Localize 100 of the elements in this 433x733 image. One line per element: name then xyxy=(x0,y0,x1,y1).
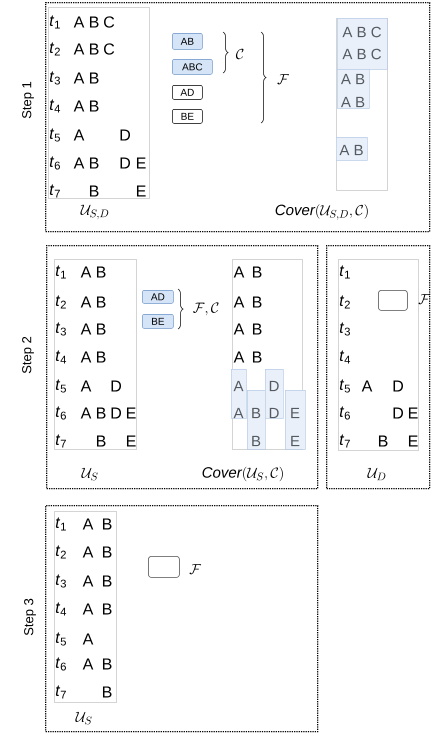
table-cell: C xyxy=(104,43,114,55)
table-cell: A xyxy=(74,44,84,55)
pattern-box: AD xyxy=(172,85,203,100)
table-cell: B xyxy=(252,296,262,308)
pattern-box: ABC xyxy=(172,59,213,75)
highlight-box: A B A B xyxy=(337,69,370,109)
table-cell: B xyxy=(96,436,106,446)
table-cell: D xyxy=(112,380,121,392)
highlight-box: E E xyxy=(285,390,306,450)
row-label: t$_{6}$ xyxy=(56,657,66,671)
table-caption: $\mathcal{U}_{S}$ xyxy=(81,468,98,480)
table-cell: A xyxy=(80,266,92,278)
highlight-box: A B xyxy=(336,137,368,161)
row-label: t$_{4}$ xyxy=(56,602,66,616)
table-cell: B xyxy=(90,100,98,112)
table-cell: A xyxy=(74,130,84,140)
row-label: t$_{1}$ xyxy=(56,266,66,278)
empty-pattern-box xyxy=(378,290,408,311)
row-label: t$_{5}$ xyxy=(50,128,60,142)
table-cell: D xyxy=(120,158,130,168)
table-cell: A xyxy=(82,658,94,670)
row-label: t$_{7}$ xyxy=(56,434,66,448)
highlight-box: A A xyxy=(231,369,247,419)
highlight-box: B B xyxy=(247,390,266,450)
row-label: t$_{3}$ xyxy=(56,574,66,588)
table-cell: D xyxy=(394,408,403,418)
table-cell: B xyxy=(90,158,98,168)
row-label: t$_{5}$ xyxy=(56,632,66,646)
pattern-box: BE xyxy=(172,109,203,124)
highlight-box: D D xyxy=(265,369,284,419)
table-cell: A xyxy=(74,72,84,84)
table-cell: E xyxy=(136,186,146,196)
node-label: Step 1 xyxy=(22,82,34,118)
table-cell: A xyxy=(234,324,244,334)
row-label: t$_{4}$ xyxy=(340,350,350,364)
row-label: t$_{2}$ xyxy=(340,296,350,308)
row-label: t$_{3}$ xyxy=(340,322,350,336)
table-cell: A xyxy=(80,352,92,362)
table-cell: B xyxy=(252,266,262,278)
table-cell: B xyxy=(252,352,262,362)
table-caption: $\mathit{Cover}(\mathcal{U}_{S},\mathcal{C})$ xyxy=(202,466,283,482)
table-cell: A xyxy=(74,158,84,168)
row-label: t$_{1}$ xyxy=(340,266,350,278)
table-caption: $\mathcal{U}_{S}$ xyxy=(75,712,92,724)
pattern-box: BE xyxy=(142,314,174,329)
table-cell: D xyxy=(120,130,130,140)
table-cell: A xyxy=(234,266,244,278)
row-label: t$_{7}$ xyxy=(56,686,66,698)
table-cell: B xyxy=(90,72,98,84)
table-cell: A xyxy=(74,16,84,28)
row-label: t$_{7}$ xyxy=(340,434,350,448)
row-label: t$_{7}$ xyxy=(50,184,60,198)
row-label: t$_{4}$ xyxy=(50,100,60,112)
row-label: t$_{3}$ xyxy=(50,72,60,85)
row-label: t$_{4}$ xyxy=(56,350,66,364)
table-box xyxy=(48,7,150,199)
table-cell: B xyxy=(96,296,106,308)
table-cell: A xyxy=(82,546,94,558)
table-cell: E xyxy=(126,408,136,418)
table-cell: C xyxy=(104,16,114,28)
row-label: t$_{2}$ xyxy=(56,296,66,308)
table-cell: A xyxy=(82,518,94,530)
table-cell: A xyxy=(234,296,244,308)
row-label: t$_{2}$ xyxy=(50,42,60,56)
row-label: t$_{1}$ xyxy=(50,16,60,28)
pattern-box: AD xyxy=(142,290,174,304)
table-cell: D xyxy=(112,408,121,418)
table-cell: A xyxy=(80,324,92,334)
table-cell: B xyxy=(96,408,106,418)
table-cell: A xyxy=(362,380,372,392)
table-cell: B xyxy=(102,604,112,614)
table-cell: D xyxy=(394,380,403,392)
empty-pattern-box xyxy=(148,556,180,578)
table-cell: B xyxy=(102,658,112,670)
table-cell: B xyxy=(252,324,262,334)
row-label: t$_{2}$ xyxy=(56,546,66,558)
table-cell: B xyxy=(90,186,98,196)
set-label: $\mathcal{F}$ xyxy=(418,294,430,304)
set-label: $\mathcal{F},\mathcal{C}$ xyxy=(193,302,219,316)
table-cell: A xyxy=(234,352,244,362)
table-box xyxy=(338,259,419,451)
table-cell: A xyxy=(80,380,92,392)
table-cell: A xyxy=(82,576,94,586)
table-box xyxy=(54,259,137,450)
node-label: Step 2 xyxy=(22,336,34,374)
table-cell: B xyxy=(102,576,112,586)
table-cell: E xyxy=(136,158,146,168)
row-label: t$_{6}$ xyxy=(56,406,66,420)
pattern-box: AB xyxy=(172,33,203,50)
table-cell: B xyxy=(102,686,112,698)
table-cell: B xyxy=(378,436,388,446)
table-cell: E xyxy=(126,436,136,446)
table-box xyxy=(54,511,117,703)
table-cell: A xyxy=(74,100,84,112)
table-cell: B xyxy=(96,352,106,362)
set-label: $\mathcal{F}$ xyxy=(189,564,202,574)
set-label: $\mathcal{F}$ xyxy=(277,74,290,84)
table-cell: B xyxy=(102,546,112,558)
table-caption: $\mathit{Cover}(\mathcal{U}_{S,D},\mathcal{C})$ xyxy=(276,204,368,220)
table-caption: $\mathcal{U}_{D}$ xyxy=(367,468,386,480)
